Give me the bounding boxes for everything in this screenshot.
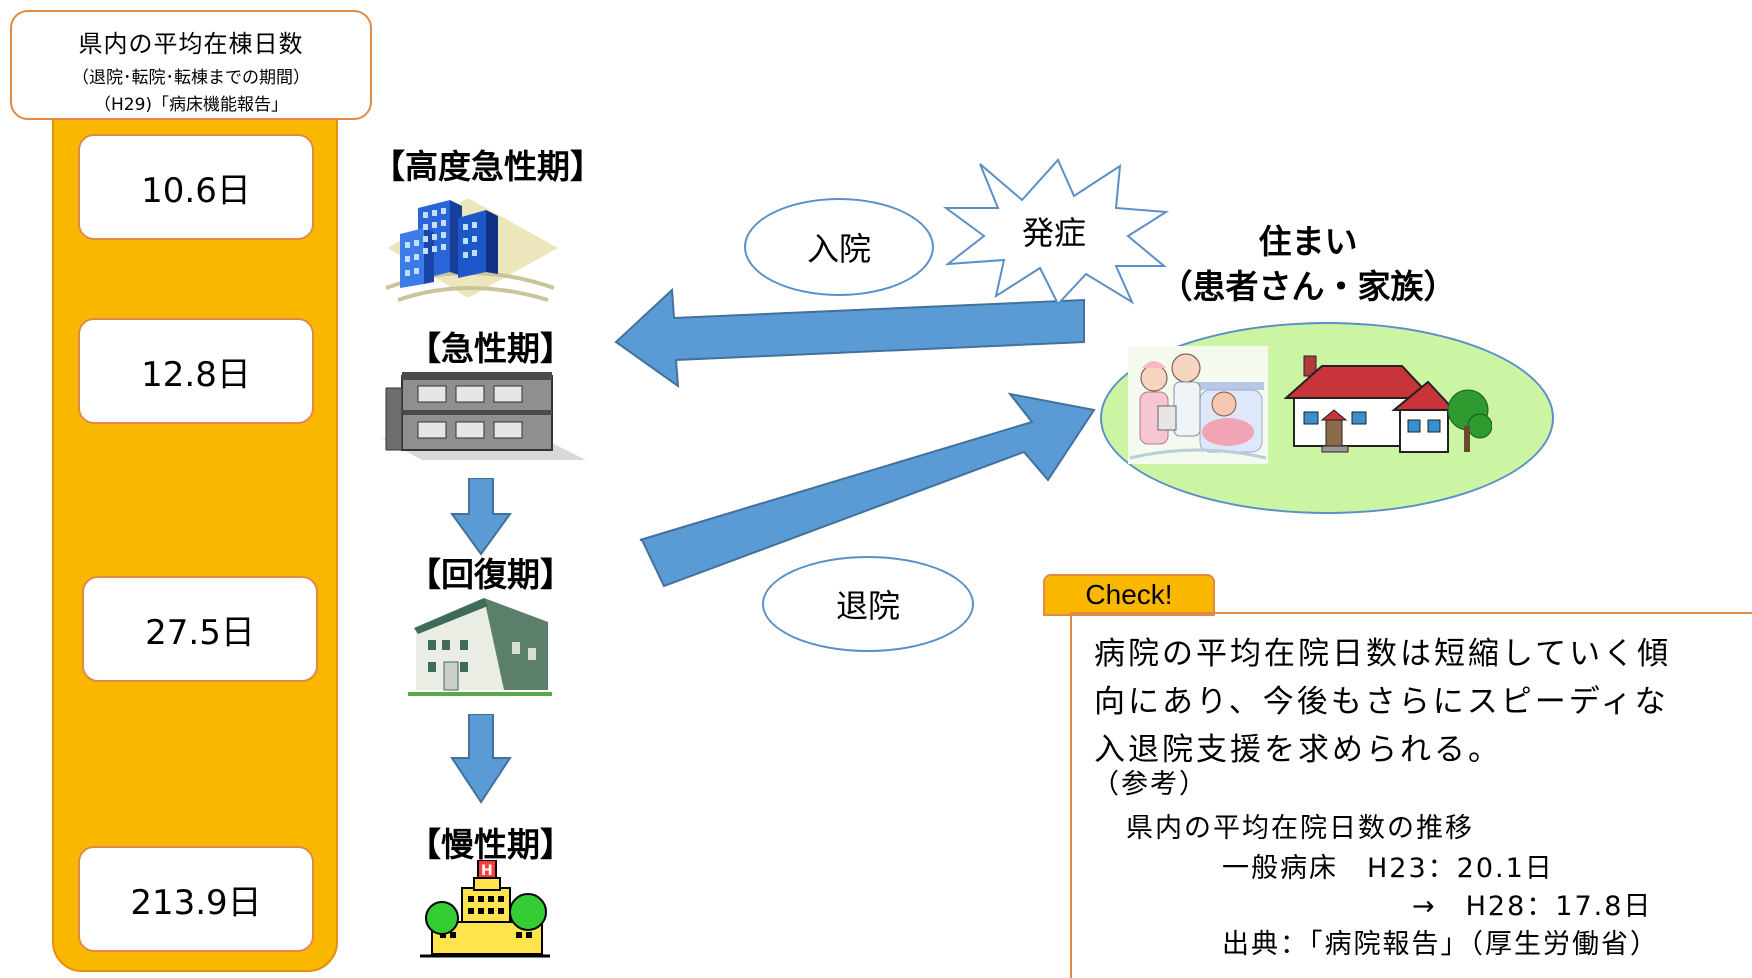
check-tab: Check! xyxy=(1043,574,1215,616)
check-line-2: 向にあり、今後もさらにスピーディな xyxy=(1094,684,1669,720)
check-trend-line-1: 一般病床 H23：20.1日 xyxy=(1222,853,1554,884)
days-column-title: 県内の平均在棟日数 （退院･転院･転棟までの期間） （H29)「病床機能報告」 xyxy=(10,10,372,120)
arrow-acute-to-recovery xyxy=(450,478,512,556)
check-trend-line-2: → H28：17.8日 xyxy=(1412,891,1653,922)
day-box-recovery: 27.5日 xyxy=(82,576,318,682)
stage-label-high-acute: 【高度急性期】 xyxy=(372,147,603,186)
patient-care-icon xyxy=(1128,346,1268,464)
check-line-3: 入退院支援を求められる。 xyxy=(1094,732,1502,768)
column-subtitle: （退院･転院･転棟までの期間） xyxy=(72,68,310,88)
day-box-acute: 12.8日 xyxy=(78,318,314,424)
home-title: 住まい xyxy=(1258,222,1358,261)
home-title-block: 住まい （患者さん・家族） xyxy=(1150,220,1466,309)
high-acute-hospital-icon xyxy=(385,198,558,302)
check-body xyxy=(1070,612,1752,978)
chronic-hospital-icon: H xyxy=(420,860,550,958)
admission-oval: 入院 xyxy=(744,198,934,296)
stage-label-chronic: 【慢性期】 xyxy=(408,825,573,864)
day-box-chronic: 213.9日 xyxy=(78,846,314,952)
admission-arrow xyxy=(614,287,1085,389)
recovery-building-icon xyxy=(408,598,552,696)
svg-text:H: H xyxy=(481,863,493,879)
check-reference-label: （参考） xyxy=(1092,769,1208,800)
discharge-arrow xyxy=(639,392,1096,588)
admission-discharge-arrows xyxy=(614,287,1096,588)
discharge-oval: 退院 xyxy=(762,556,974,652)
onset-burst-icon xyxy=(942,158,1170,306)
check-trend-title: 県内の平均在院日数の推移 xyxy=(1126,813,1474,844)
day-box-high-acute: 10.6日 xyxy=(78,134,314,240)
arrow-recovery-to-chronic xyxy=(450,714,512,804)
home-subtitle: （患者さん・家族） xyxy=(1159,266,1457,306)
house-icon xyxy=(1283,355,1492,453)
column-title: 県内の平均在棟日数 xyxy=(78,30,304,58)
onset-label: 発症 xyxy=(1022,214,1087,252)
stage-label-acute: 【急性期】 xyxy=(408,329,573,368)
stage-label-recovery: 【回復期】 xyxy=(408,555,573,594)
check-source: 出典：「病院報告」（厚生労働省） xyxy=(1222,929,1659,960)
acute-hospital-icon xyxy=(382,372,586,460)
column-source: （H29)「病床機能報告」 xyxy=(93,95,289,115)
check-line-1: 病院の平均在院日数は短縮していく傾 xyxy=(1094,636,1672,672)
